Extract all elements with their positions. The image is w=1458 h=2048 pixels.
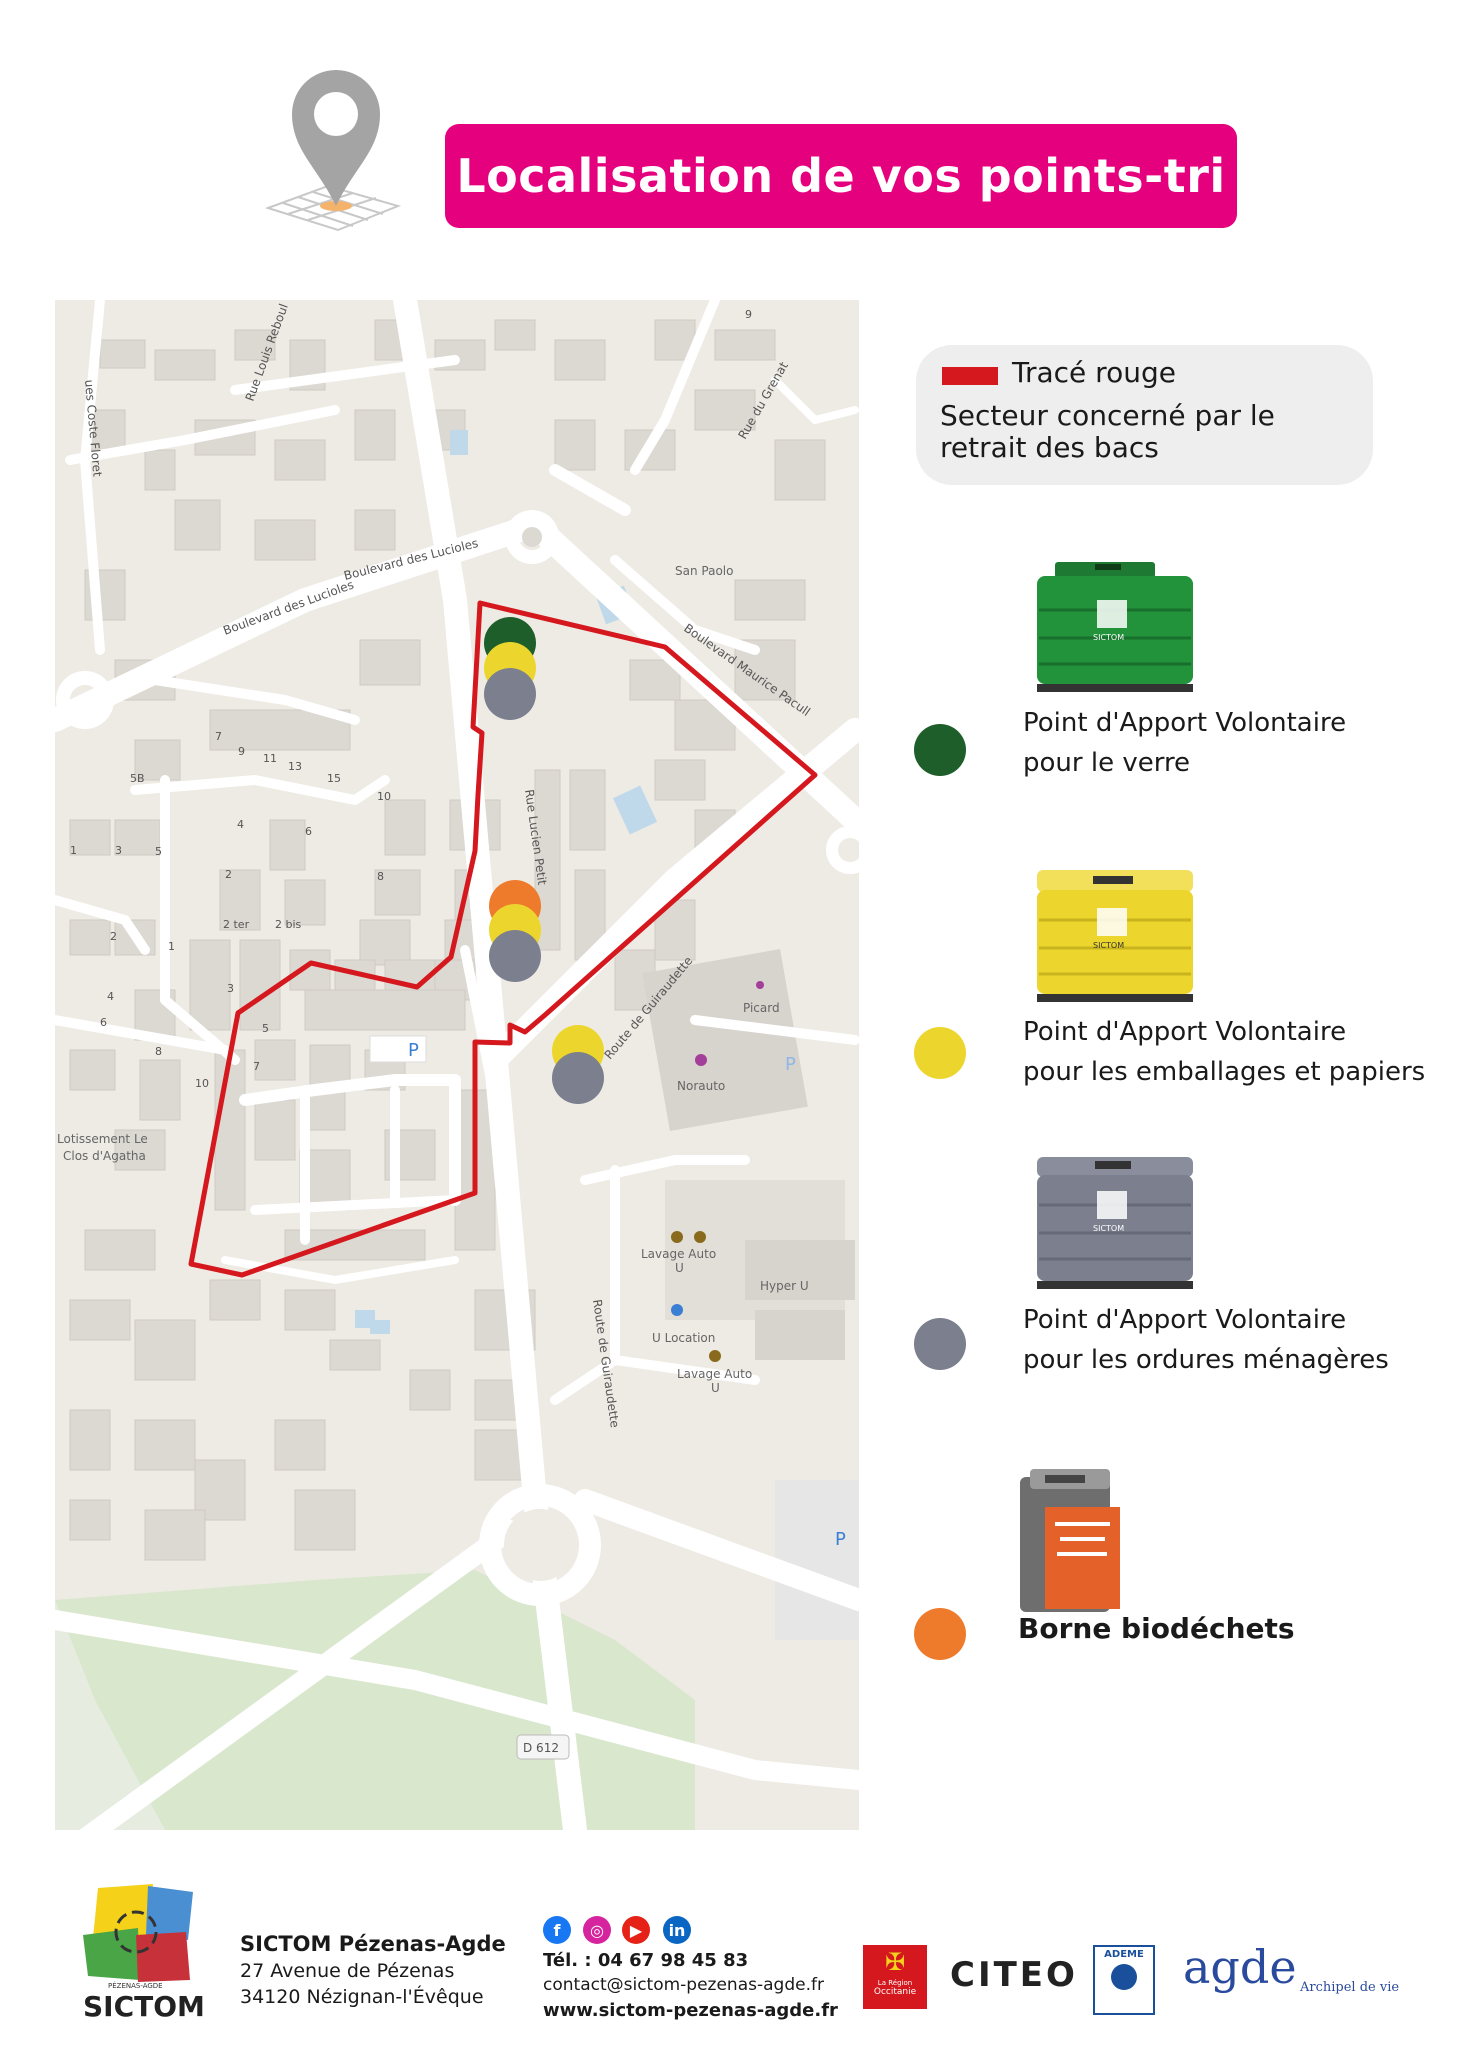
glass-label: Point d'Apport Volontaire pour le verre — [1023, 708, 1347, 778]
packaging-label: Point d'Apport Volontaire pour les embal… — [1023, 1017, 1426, 1087]
agde-logo: agde — [1183, 1940, 1297, 1994]
glass-dot — [914, 724, 966, 776]
household-container-icon: SICTOM — [1035, 1155, 1195, 1299]
car-wash-icon — [671, 1231, 683, 1243]
house-number: 10 — [377, 790, 391, 803]
svg-text:SICTOM: SICTOM — [1093, 1224, 1124, 1233]
house-number: 3 — [227, 982, 234, 995]
svg-text:SICTOM: SICTOM — [1093, 941, 1124, 950]
house-number: 5B — [130, 772, 145, 785]
parking-icon: P — [408, 1040, 419, 1061]
region-occitanie-logo: ✠ La Région Occitanie — [863, 1945, 927, 2009]
house-number: 13 — [288, 760, 302, 773]
house-number: 2 ter — [223, 918, 250, 931]
house-number: 10 — [195, 1077, 209, 1090]
place-san-paolo: San Paolo — [675, 564, 733, 578]
parking-icon-3: P — [835, 1529, 846, 1550]
house-number: 1 — [168, 940, 175, 953]
car-icon — [695, 1054, 707, 1066]
parking-icon-2: P — [785, 1054, 796, 1075]
house-number: 2 — [110, 930, 117, 943]
house-number: 9 — [745, 308, 752, 321]
house-number: 1 — [70, 844, 77, 857]
place-lavage-auto-2-u: U — [711, 1381, 720, 1395]
legend-trace-desc: Secteur concerné par le retrait des bacs — [940, 399, 1275, 464]
house-number: 7 — [253, 1060, 260, 1073]
household-label: Point d'Apport Volontaire pour les ordur… — [1023, 1305, 1389, 1375]
biowaste-dot — [914, 1608, 966, 1660]
svg-text:PÉZENAS-AGDE: PÉZENAS-AGDE — [108, 1981, 163, 1990]
page-title: Localisation de vos points-tri — [445, 124, 1237, 228]
place-lotissement: Lotissement Le — [57, 1132, 148, 1146]
household-point-marker — [484, 668, 536, 720]
house-number: 2 bis — [275, 918, 302, 931]
instagram-icon[interactable]: ◎ — [583, 1916, 611, 1944]
org-name: SICTOM Pézenas-Agde — [240, 1932, 506, 1956]
address-line-2: 34120 Nézignan-l'Évêque — [240, 1986, 484, 2008]
house-number: 5 — [262, 1022, 269, 1035]
glass-container-icon: SICTOM — [1035, 560, 1195, 704]
house-number: 6 — [100, 1016, 107, 1029]
packaging-container-icon: SICTOM — [1035, 868, 1195, 1012]
place-lavage-auto-2: Lavage Auto — [677, 1367, 752, 1381]
map: ues Coste Floret Rue Louis Reboul Boulev… — [55, 300, 859, 1830]
facebook-icon[interactable]: f — [543, 1916, 571, 1944]
rental-icon — [671, 1304, 683, 1316]
house-number: 15 — [327, 772, 341, 785]
household-dot — [914, 1318, 966, 1370]
packaging-dot — [914, 1027, 966, 1079]
ademe-logo: ADEME — [1093, 1945, 1155, 2015]
house-number: 5 — [155, 845, 162, 858]
household-point-marker-3 — [552, 1052, 604, 1104]
place-lotissement-2: Clos d'Agatha — [63, 1149, 146, 1163]
biowaste-label: Borne biodéchets — [1018, 1612, 1295, 1645]
street-lucioles: Boulevard des Lucioles — [221, 577, 355, 637]
car-wash-icon-3 — [709, 1350, 721, 1362]
place-picard: Picard — [743, 1001, 780, 1015]
website-link[interactable]: www.sictom-pezenas-agde.fr — [543, 2000, 838, 2021]
collection-points — [484, 617, 604, 1104]
place-norauto: Norauto — [677, 1079, 725, 1093]
house-number: 8 — [377, 870, 384, 883]
email-link[interactable]: contact@sictom-pezenas-agde.fr — [543, 1975, 824, 1995]
house-number: 3 — [115, 844, 122, 857]
biowaste-bin-icon — [1015, 1467, 1125, 1621]
phone-number: Tél. : 04 67 98 45 83 — [543, 1950, 749, 1971]
road-d612: D 612 — [523, 1741, 559, 1755]
house-number: 8 — [155, 1045, 162, 1058]
sictom-logo: PÉZENAS-AGDE — [78, 1880, 208, 2010]
sictom-logo-text: SICTOM — [83, 1990, 205, 2023]
house-number: 9 — [238, 745, 245, 758]
linkedin-icon[interactable]: in — [663, 1916, 691, 1944]
car-wash-icon-2 — [694, 1231, 706, 1243]
house-number: 4 — [237, 818, 244, 831]
place-u-location: U Location — [652, 1331, 715, 1345]
youtube-icon[interactable]: ▶ — [622, 1916, 650, 1944]
map-pin-icon — [258, 58, 408, 248]
house-number: 7 — [215, 730, 222, 743]
citeo-logo: CITEO — [950, 1955, 1078, 1995]
place-hyper-u: Hyper U — [760, 1279, 809, 1293]
house-number: 2 — [225, 868, 232, 881]
place-lavage-auto-u: U — [675, 1261, 684, 1275]
household-point-marker-2 — [489, 930, 541, 982]
park-area — [55, 1570, 695, 1830]
red-trace — [188, 600, 818, 1278]
house-number: 4 — [107, 990, 114, 1003]
legend-trace-title: Tracé rouge — [1012, 356, 1176, 389]
trace-swatch — [942, 367, 998, 385]
place-lavage-auto: Lavage Auto — [641, 1247, 716, 1261]
house-number: 6 — [305, 825, 312, 838]
svg-text:SICTOM: SICTOM — [1093, 633, 1124, 642]
house-number: 11 — [263, 752, 277, 765]
address-line-1: 27 Avenue de Pézenas — [240, 1960, 455, 1982]
agde-tagline: Archipel de vie — [1300, 1980, 1400, 1995]
